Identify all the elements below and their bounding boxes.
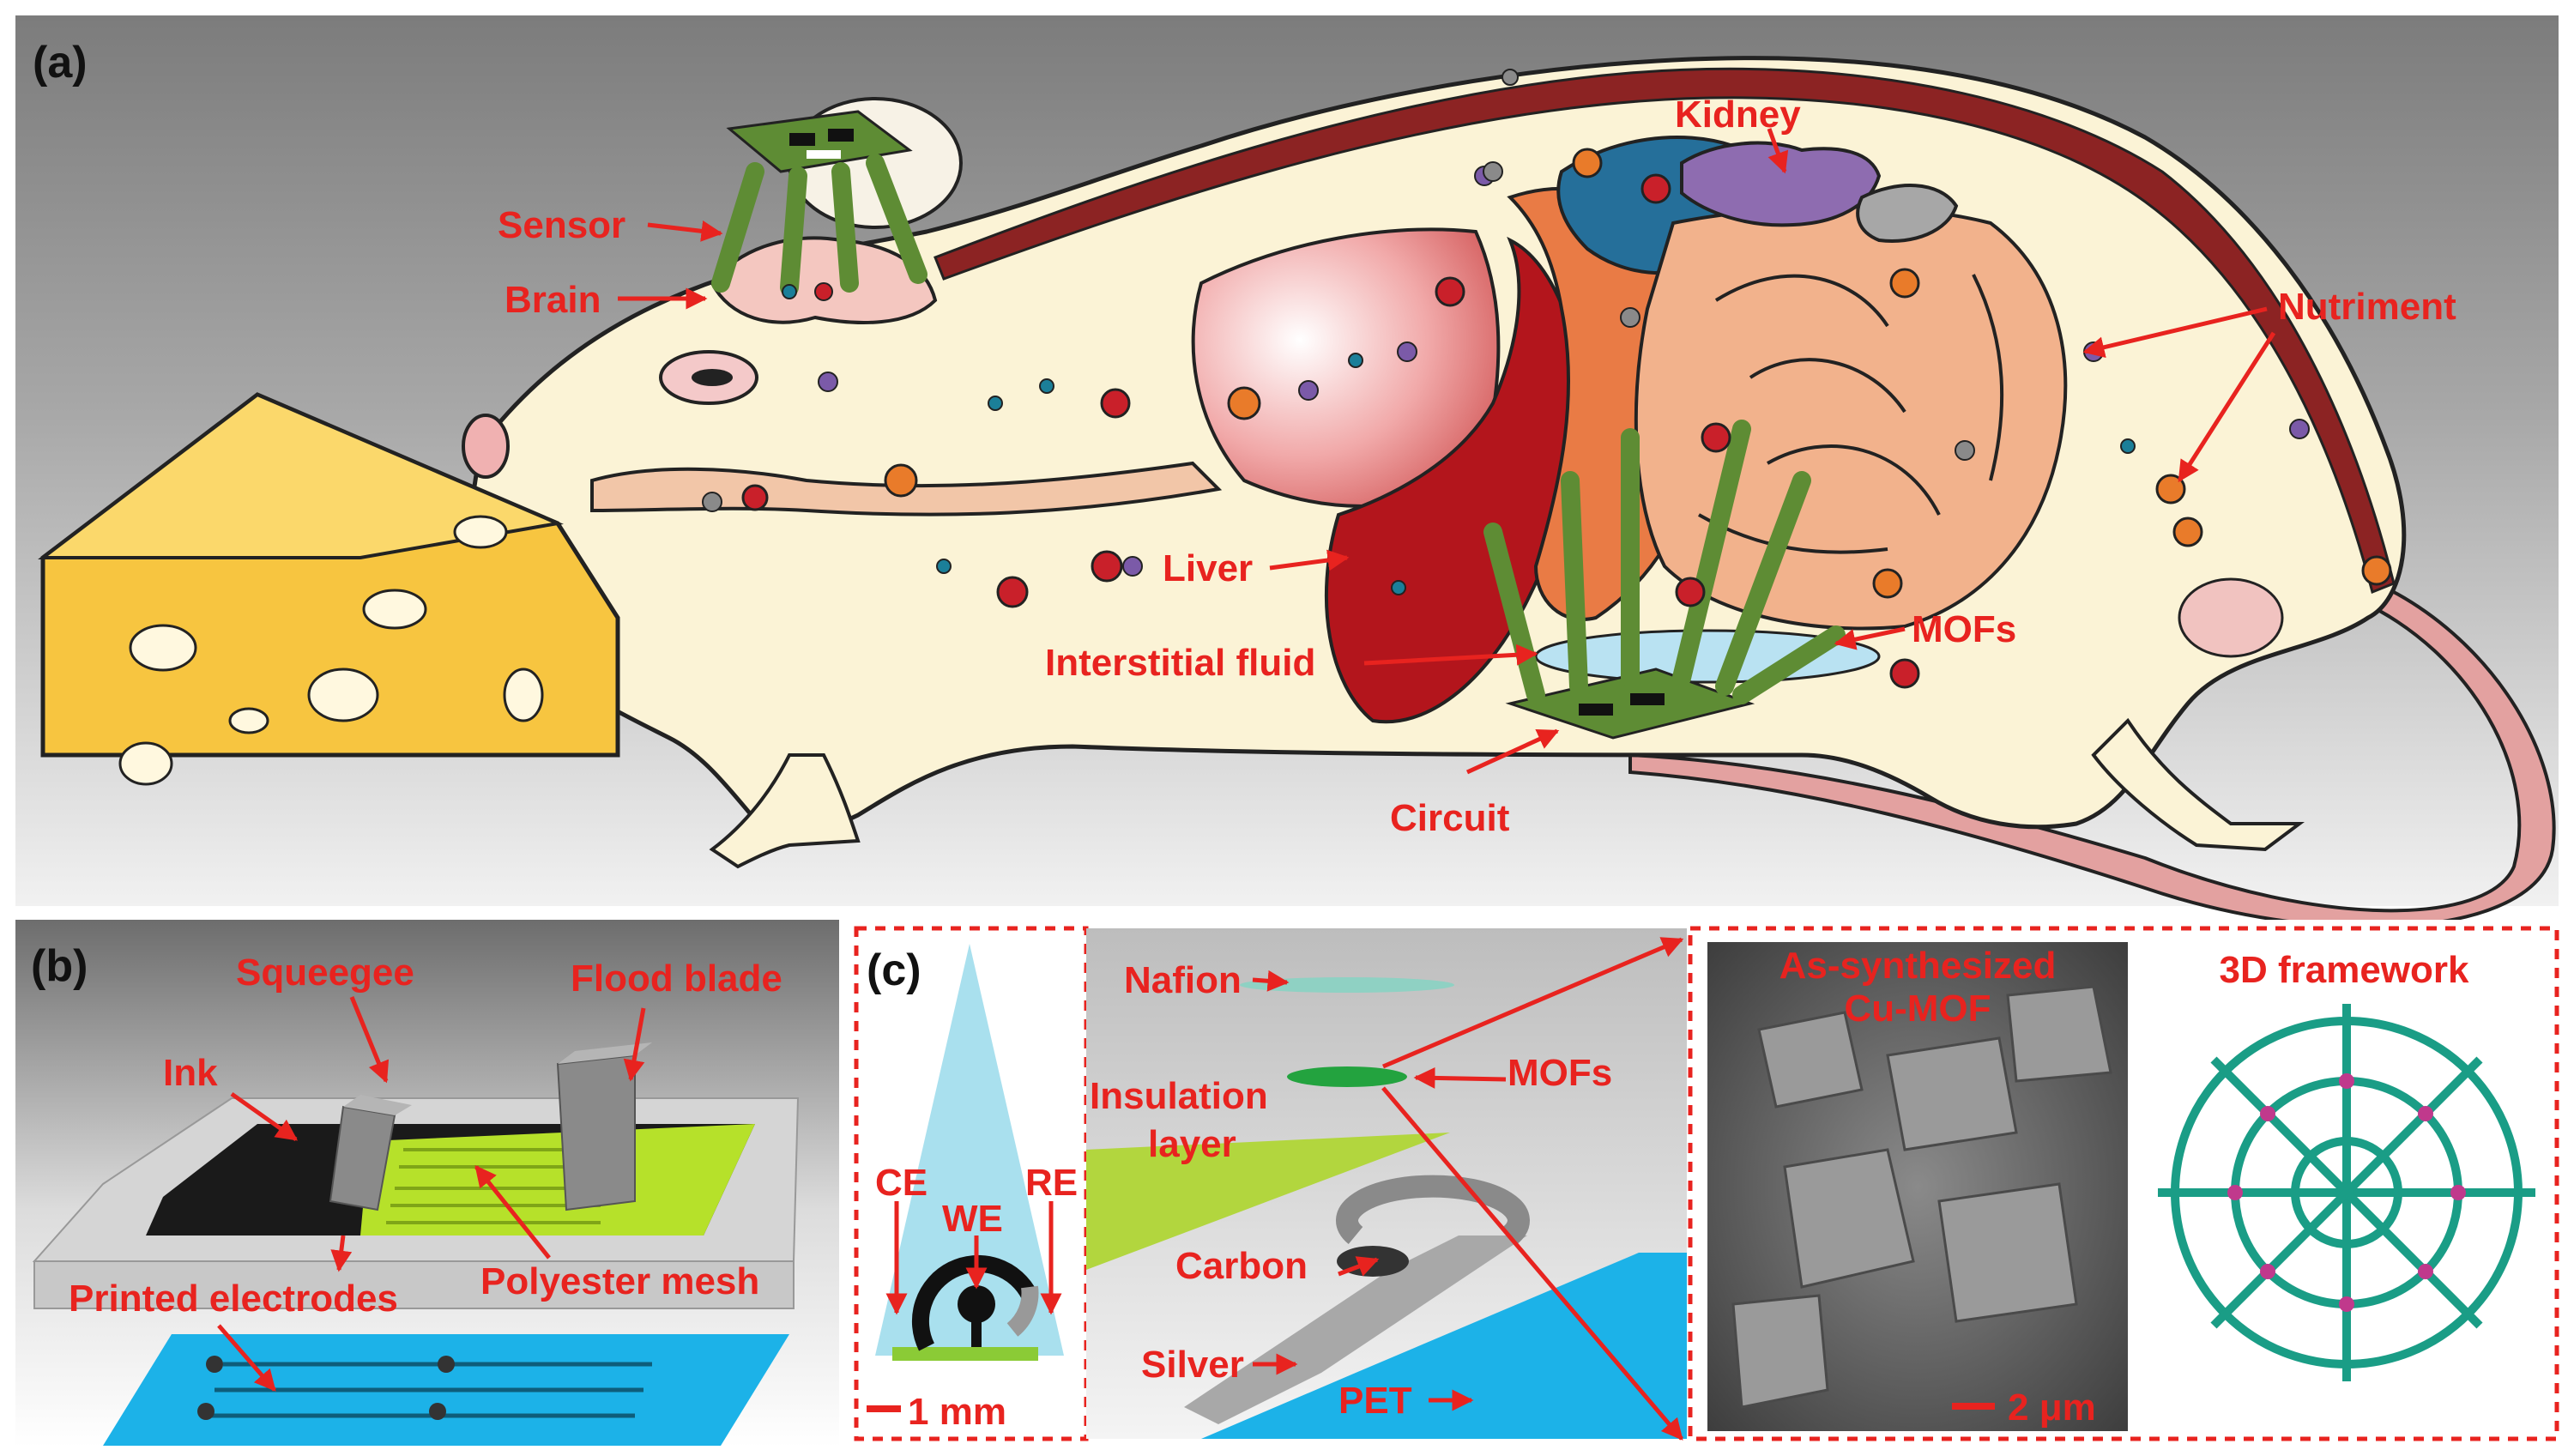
mouse-tail [1628,581,2556,929]
panel-b-label: (b) [31,941,88,991]
electrode-strip [875,944,1064,1356]
label-kidney: Kidney [1675,94,1801,136]
electrode-base [892,1347,1038,1361]
label-pet: PET [1338,1380,1412,1422]
label-flood-blade: Flood blade [571,958,782,1000]
panel-a: (a) Sensor Brain Kidney Nutriment Liver … [15,15,2559,929]
panel-c-label: (c) [867,945,921,995]
label-insulation-layer: layer [1148,1123,1236,1165]
hip-joint [2178,577,2284,658]
counter-electrode [911,1254,1037,1351]
carbon-ring [1336,1175,1530,1245]
label-sem-title-1: As-synthesized [1779,945,2057,987]
mof-framework-structure [2158,1004,2535,1381]
insulation-layer [1086,1133,1450,1270]
scale-bar-1mm [867,1405,901,1412]
panel-c: (c) CE WE RE 1 mm [848,920,2564,1447]
front-paw [709,753,861,869]
mouse-pupil [692,369,733,386]
label-nutriment: Nutriment [2278,286,2456,328]
label-sensor: Sensor [498,204,625,246]
bladder [1856,184,1959,243]
label-3d-framework: 3D framework [2219,949,2469,991]
scale-bar-2um [1952,1403,1995,1410]
label-ce: CE [875,1162,927,1204]
mouse-nose [462,414,510,479]
panel-a-arrows [618,128,2276,775]
label-interstitial-fluid: Interstitial fluid [1045,642,1315,684]
mof-inset-frame [1688,926,2559,1441]
label-scale-1mm: 1 mm [908,1391,1006,1433]
panel-b-arrows [217,996,646,1392]
abdominal-sensor [1483,420,1846,740]
label-polyester-mesh: Polyester mesh [480,1260,759,1302]
squeegee-top [343,1095,412,1115]
screen-frame-edge [33,1260,795,1309]
cheese [38,392,620,786]
label-printed-electrodes: Printed electrodes [69,1278,398,1320]
label-mofs-layer: MOFs [1508,1052,1612,1094]
label-re: RE [1025,1162,1078,1204]
flood-blade-top [558,1042,652,1064]
label-brain: Brain [505,279,601,321]
label-sem-title-2: Cu-MOF [1844,988,1991,1030]
working-electrode-lead [971,1304,982,1347]
label-silver: Silver [1141,1344,1244,1386]
mofs-layer [1287,1066,1407,1087]
label-nafion: Nafion [1124,959,1242,1001]
label-mofs: MOFs [1912,608,2016,650]
panel-a-label: (a) [33,38,88,88]
sem-crystals [1731,985,2112,1409]
label-we: WE [942,1198,1003,1240]
label-squeegee: Squeegee [236,952,414,994]
nafion-layer [1240,977,1454,993]
label-liver: Liver [1163,547,1253,589]
layer-arrows [1252,937,1684,1441]
label-carbon: Carbon [1175,1245,1308,1287]
electrode-inset-frame [854,926,1089,1441]
label-scale-2um: 2 μm [2008,1387,2096,1429]
framework-atoms [2227,1073,2466,1312]
silver-layer [1184,1235,1527,1424]
brain-sensor [711,110,927,297]
label-circuit: Circuit [1390,797,1510,839]
intestine-folds [1698,274,2004,554]
electrode-arrows [885,1201,1062,1315]
spine-vessel [934,67,2396,595]
polyester-mesh [360,1124,755,1235]
kidney [1680,141,1882,227]
flood-blade[interactable] [556,1054,636,1211]
nutriment-particles [702,69,2392,689]
label-insulation: Insulation [1090,1075,1268,1117]
hind-paw [2091,717,2305,852]
panel-b: (b) Squeegee Flood blade Ink Polyester m… [15,920,839,1447]
reference-electrode [1006,1285,1039,1337]
label-ink: Ink [163,1052,218,1094]
